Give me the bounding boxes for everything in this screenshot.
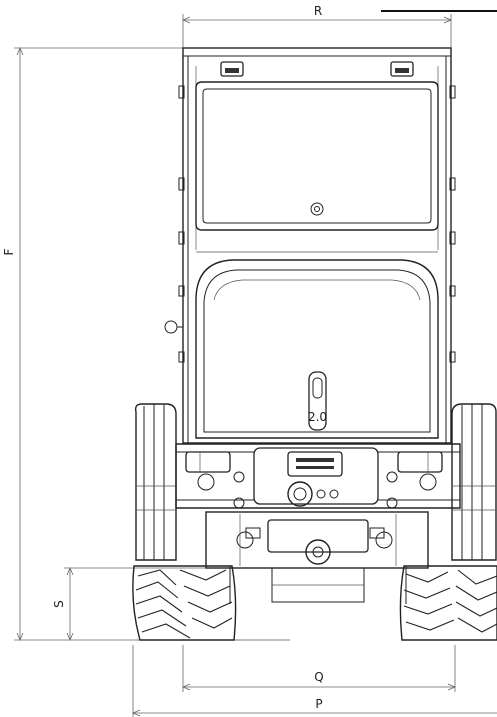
corner-bar xyxy=(381,10,497,12)
window-hinges xyxy=(220,61,414,77)
dimension-s-label: S xyxy=(52,600,66,608)
dimension-q: Q xyxy=(181,645,457,692)
dimension-q-label: Q xyxy=(314,670,323,684)
rear-counterweight xyxy=(175,443,461,509)
engine-hood: 2.0 xyxy=(195,251,439,439)
dimension-f: F xyxy=(2,46,183,642)
dimension-p: P xyxy=(131,645,497,717)
dimension-r-label: R xyxy=(314,4,322,18)
dimension-p-label: P xyxy=(315,697,322,711)
left-tyre xyxy=(132,403,237,641)
hood-badge: 2.0 xyxy=(308,410,327,424)
rear-hitch xyxy=(205,511,429,604)
rear-window xyxy=(195,81,439,231)
right-tyre xyxy=(399,403,497,641)
dimension-s: S xyxy=(52,566,210,642)
dimension-r: R xyxy=(181,4,453,48)
dimension-f-label: F xyxy=(2,248,16,255)
